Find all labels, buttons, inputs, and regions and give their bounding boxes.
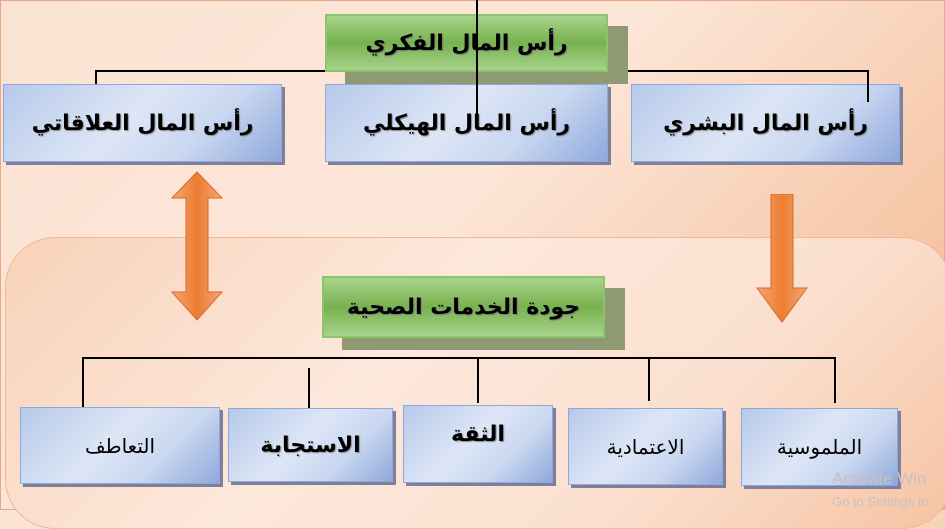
intellectual-capital-label: رأس المال الفكري [365,30,568,56]
dimension-label: الاعتمادية [606,434,685,459]
dimension-tangibles: الملموسية [741,408,898,486]
connector [82,357,84,409]
dimension-responsiveness: الاستجابة [228,408,393,482]
double-arrow-icon [170,171,224,321]
relational-capital-box: رأس المال العلاقاتي [3,84,282,162]
connector [867,84,869,102]
dimension-label: الاستجابة [260,432,361,458]
connector [476,0,478,120]
down-arrow-icon [756,194,808,323]
intellectual-capital-box: رأس المال الفكري [325,14,608,72]
dimension-empathy: التعاطف [20,407,220,484]
dimension-trust: الثقة [403,405,553,483]
human-capital-box: رأس المال البشري [631,84,900,162]
connector [308,368,310,410]
watermark-line1: Activate Win [832,469,927,488]
dimension-reliability: الاعتمادية [568,408,723,485]
connector [476,84,478,120]
connector [82,357,836,359]
healthcare-quality-label: جودة الخدمات الصحية [346,294,581,320]
connector [648,357,650,401]
structural-capital-label: رأس المال الهيكلي [362,110,571,136]
human-capital-label: رأس المال البشري [663,110,868,136]
structural-capital-box: رأس المال الهيكلي [325,84,608,162]
relational-capital-label: رأس المال العلاقاتي [31,110,254,136]
watermark-line2: Go to Settings to [832,494,929,509]
dimension-label: الملموسية [776,435,863,459]
connector [95,70,97,84]
healthcare-quality-box: جودة الخدمات الصحية [322,276,605,338]
connector [834,357,836,403]
dimension-label: التعاطف [84,433,156,458]
dimension-label: الثقة [451,422,505,447]
connector [477,357,479,403]
